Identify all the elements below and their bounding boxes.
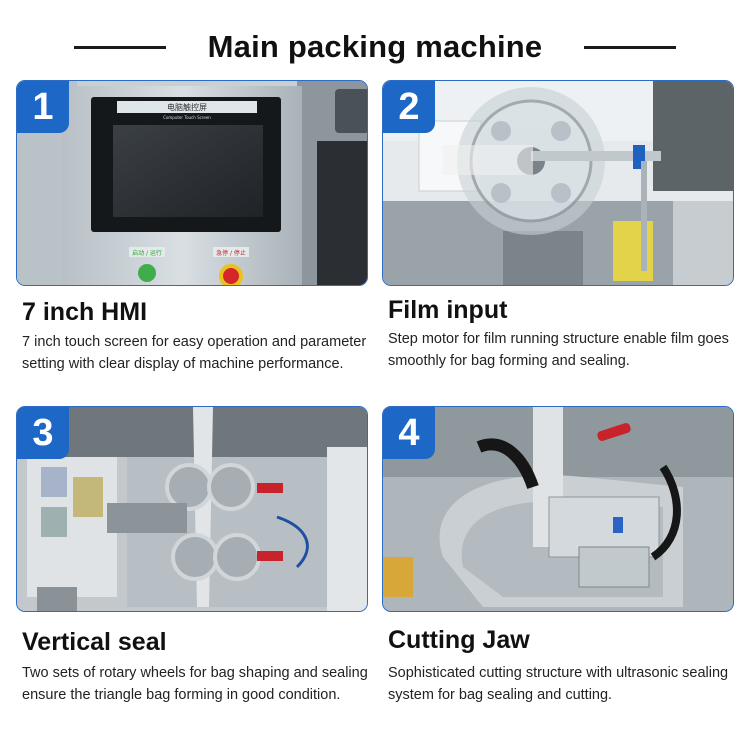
- panel-description-hmi: 7 inch touch screen for easy operation a…: [22, 334, 367, 372]
- panel-description-film-input: Step motor for film running structure en…: [388, 331, 729, 369]
- title-divider-left: [74, 46, 166, 49]
- page-title: Main packing machine: [207, 29, 543, 64]
- title-divider-right: [584, 46, 676, 49]
- panel-number-badge: 4: [383, 407, 435, 459]
- film-input-photo: [383, 81, 733, 285]
- panel-vertical-seal-photo: 3: [16, 406, 368, 612]
- panel-hmi-photo: 1 电脑触控屏 Computer Touch Screen 启动 / 运行 急停…: [16, 80, 368, 286]
- panel-description-vertical-seal: Two sets of rotary wheels for bag shapin…: [22, 665, 368, 703]
- screen-sublabel: Computer Touch Screen: [163, 115, 211, 120]
- panel-number-badge: 2: [383, 81, 435, 133]
- panel-heading-cutting-jaw: Cutting Jaw: [388, 626, 530, 654]
- hmi-photo: 电脑触控屏 Computer Touch Screen 启动 / 运行 急停 /…: [17, 81, 367, 285]
- panel-number-badge: 3: [17, 407, 69, 459]
- panel-film-input-photo: 2: [382, 80, 734, 286]
- panel-heading-vertical-seal: Vertical seal: [22, 628, 167, 656]
- stop-button: [223, 268, 239, 284]
- panel-cutting-jaw-photo: 4: [382, 406, 734, 612]
- panel-description-cutting-jaw: Sophisticated cutting structure with ult…: [388, 665, 729, 703]
- panel-heading-film-input: Film input: [388, 296, 508, 324]
- cutting-jaw-photo: [383, 407, 733, 611]
- panel-number-badge: 1: [17, 81, 69, 133]
- red-button-label: 急停 / 停止: [216, 249, 246, 257]
- vertical-seal-photo: [17, 407, 367, 611]
- page-header: Main packing machine: [0, 24, 750, 74]
- panel-heading-hmi: 7 inch HMI: [22, 298, 148, 326]
- start-button: [138, 264, 156, 282]
- screen-label: 电脑触控屏: [167, 102, 207, 112]
- green-button-label: 启动 / 运行: [132, 249, 162, 257]
